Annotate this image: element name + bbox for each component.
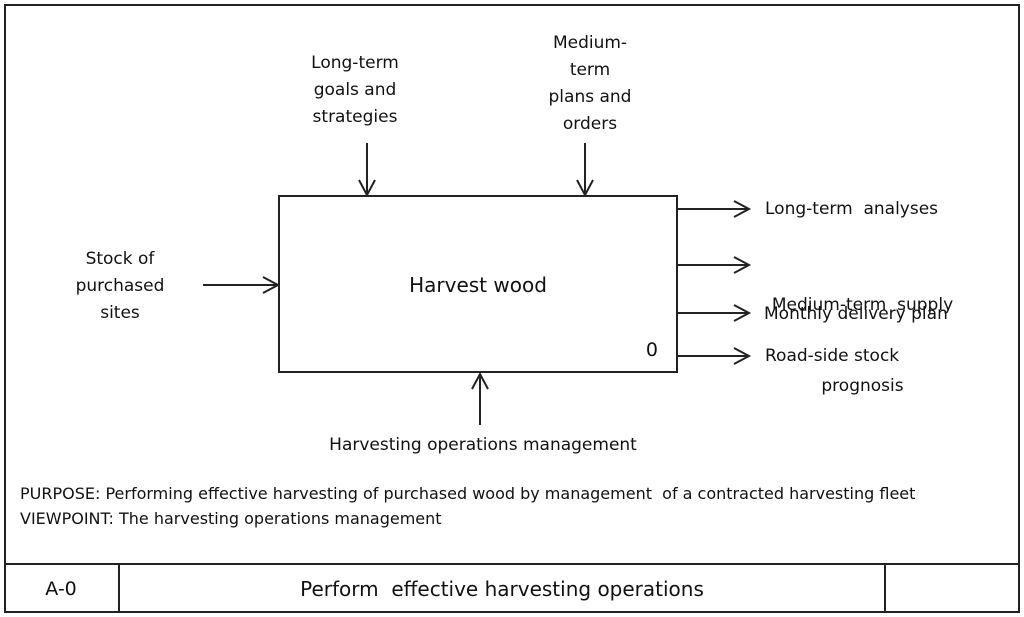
input-arrow-stock [203,276,281,294]
diagram-frame [4,4,1020,613]
output-label-supply: Medium-term supply prognosis [750,238,975,427]
output-arrow-delivery [678,304,752,322]
process-box[interactable]: Harvest wood 0 [278,195,678,373]
footer-number-cell [886,565,1016,613]
input-label-line2: purchased [75,276,165,296]
control-label-goals-line3: strategies [312,107,398,127]
control-label-plans: Medium- term plans and orders [525,30,655,138]
control-label-goals-line1: Long-term [311,53,399,73]
control-arrow-goals [358,143,376,198]
control-label-goals-line2: goals and [313,80,397,100]
mechanism-arrow [471,371,489,425]
input-label-line1: Stock of [85,249,155,269]
purpose-text: PURPOSE: Performing effective harvesting… [20,484,916,503]
output-arrow-analyses [678,200,752,218]
mechanism-label: Harvesting operations management [329,435,637,455]
input-label-line3: sites [100,303,140,323]
control-label-goals: Long-term goals and strategies [290,50,420,131]
output-label-supply-line2: prognosis [821,376,904,396]
output-label-delivery: Monthly delivery plan [764,304,948,324]
output-label-supply-line1: Medium-term supply [771,295,954,315]
output-label-stock: Road-side stock [765,346,900,366]
control-label-plans-line4: orders [562,114,618,134]
purpose-block: PURPOSE: Performing effective harvesting… [20,481,915,531]
control-arrow-plans [576,143,594,198]
diagram-title: Perform effective harvesting operations [120,565,886,613]
control-label-plans-line2: term [569,60,611,80]
footer-bar: A-0 Perform effective harvesting operati… [4,563,1020,613]
viewpoint-text: VIEWPOINT: The harvesting operations man… [20,509,442,528]
node-id: A-0 [4,565,120,613]
process-title: Harvest wood [409,273,547,297]
output-arrow-supply [678,256,752,274]
process-number: 0 [645,339,658,361]
output-arrow-stock [678,347,752,365]
input-label-stock: Stock of purchased sites [60,246,180,327]
control-label-plans-line3: plans and [548,87,632,107]
control-label-plans-line1: Medium- [552,33,628,53]
output-label-analyses: Long-term analyses [765,199,939,219]
